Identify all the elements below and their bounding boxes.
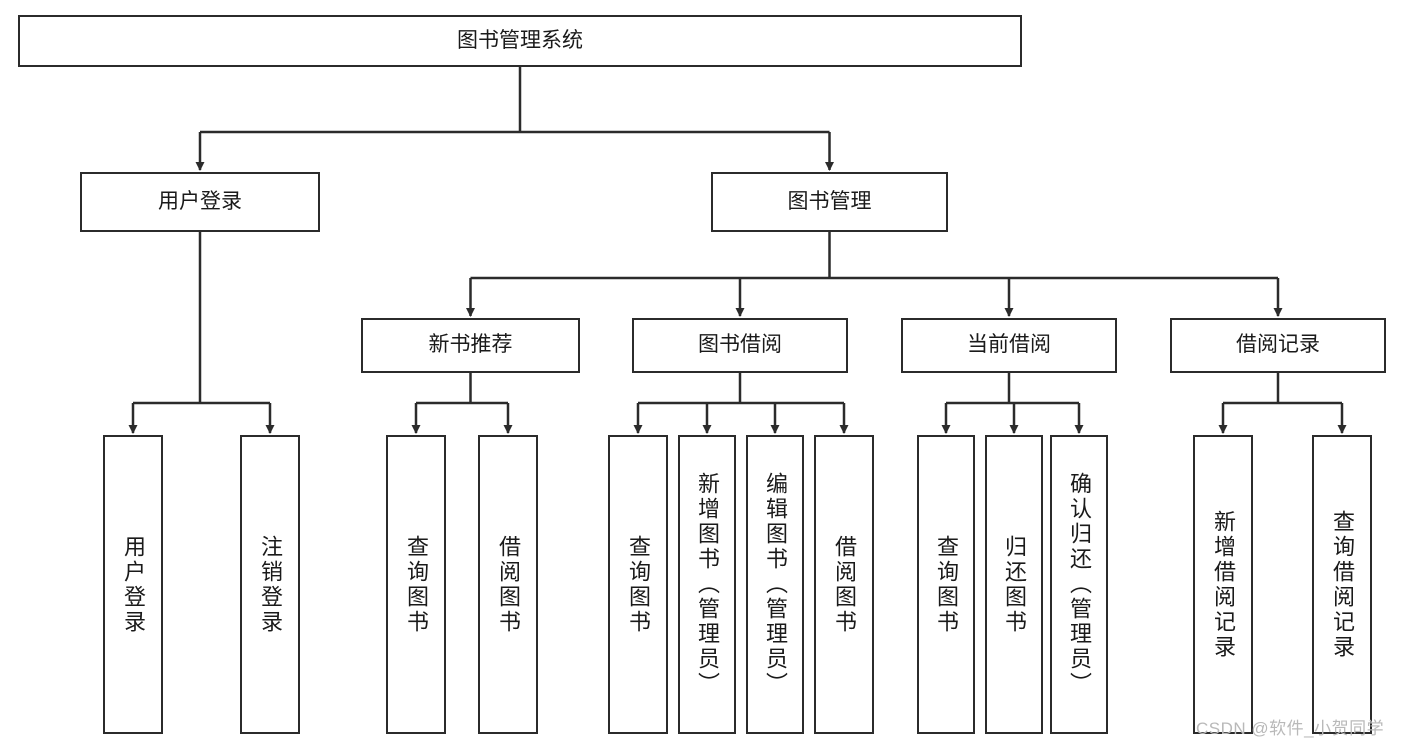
node-label: 归还图书 <box>1002 534 1027 635</box>
node-label: 用户登录 <box>121 534 146 635</box>
node-book-manage[interactable]: 图书管理 <box>711 172 948 232</box>
node-label: 图书管理系统 <box>457 28 583 52</box>
node-label: 图书借阅 <box>698 333 782 357</box>
node-label: 用户登录 <box>158 189 242 213</box>
node-leaf-rec-borrow[interactable]: 借阅图书 <box>478 435 538 734</box>
node-label: 确认归还（管理员） <box>1067 472 1092 697</box>
node-leaf-cb-query[interactable]: 查询图书 <box>917 435 975 734</box>
node-user-login[interactable]: 用户登录 <box>80 172 320 232</box>
node-borrow-record[interactable]: 借阅记录 <box>1170 318 1386 373</box>
node-leaf-br-query[interactable]: 查询借阅记录 <box>1312 435 1372 734</box>
node-leaf-bb-query[interactable]: 查询图书 <box>608 435 668 734</box>
node-current-borrow[interactable]: 当前借阅 <box>901 318 1117 373</box>
node-label: 借阅图书 <box>496 534 521 635</box>
node-book-borrow[interactable]: 图书借阅 <box>632 318 848 373</box>
node-leaf-cb-confirm[interactable]: 确认归还（管理员） <box>1050 435 1108 734</box>
node-label: 注销登录 <box>258 534 283 635</box>
node-label: 查询图书 <box>404 534 429 635</box>
node-leaf-bb-borrow[interactable]: 借阅图书 <box>814 435 874 734</box>
node-label: 查询图书 <box>934 534 959 635</box>
node-leaf-bb-edit[interactable]: 编辑图书（管理员） <box>746 435 804 734</box>
node-label: 新增图书（管理员） <box>695 472 720 697</box>
node-label: 编辑图书（管理员） <box>763 472 788 697</box>
node-root[interactable]: 图书管理系统 <box>18 15 1022 67</box>
node-label: 借阅图书 <box>832 534 857 635</box>
node-leaf-br-add[interactable]: 新增借阅记录 <box>1193 435 1253 734</box>
node-leaf-bb-add[interactable]: 新增图书（管理员） <box>678 435 736 734</box>
node-label: 图书管理 <box>787 189 872 213</box>
node-label: 借阅记录 <box>1236 333 1320 357</box>
node-new-book-rec[interactable]: 新书推荐 <box>361 318 580 373</box>
node-leaf-rec-query[interactable]: 查询图书 <box>386 435 446 734</box>
node-label: 新书推荐 <box>428 333 513 357</box>
csdn-watermark: CSDN @软件_小贺同学 <box>1196 719 1385 738</box>
node-leaf-user-login[interactable]: 用户登录 <box>103 435 163 734</box>
node-label: 查询图书 <box>626 534 651 635</box>
node-label: 新增借阅记录 <box>1211 509 1236 660</box>
node-label: 当前借阅 <box>967 333 1051 357</box>
node-leaf-cb-return[interactable]: 归还图书 <box>985 435 1043 734</box>
node-leaf-logout[interactable]: 注销登录 <box>240 435 300 734</box>
node-label: 查询借阅记录 <box>1330 509 1355 660</box>
